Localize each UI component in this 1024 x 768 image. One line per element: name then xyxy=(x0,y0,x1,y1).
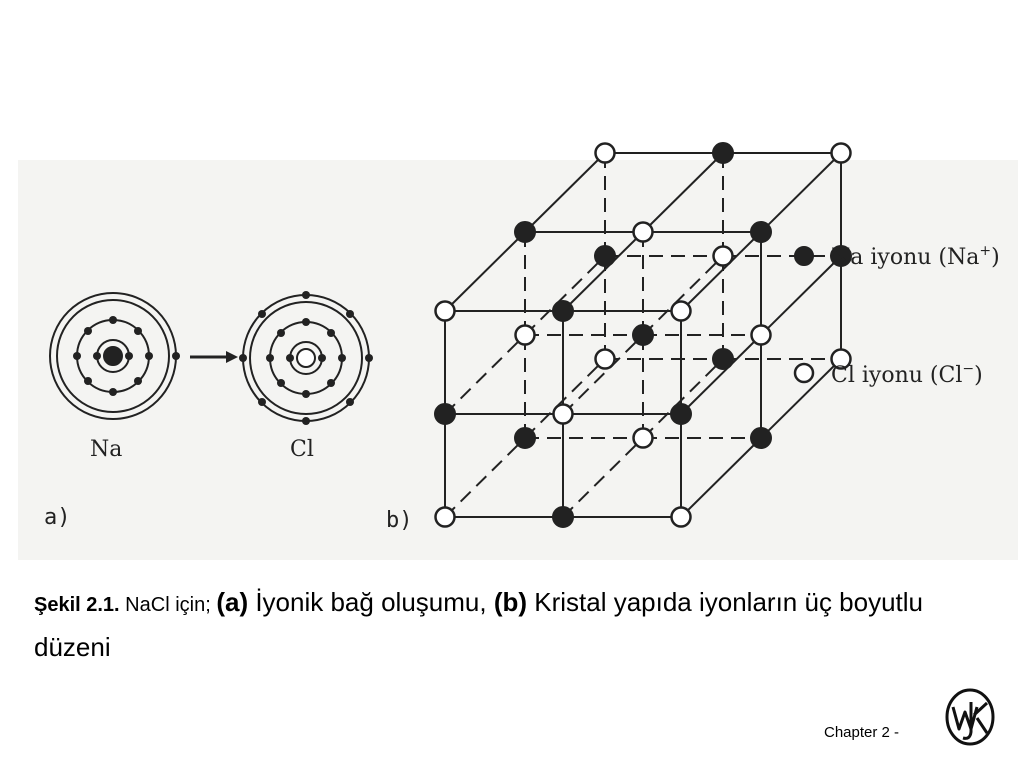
cl-ion xyxy=(594,348,616,370)
legend-marker-na xyxy=(794,246,814,266)
cl-ion xyxy=(594,142,616,164)
legend-label-cl: Cl iyonu (Cl xyxy=(831,363,962,388)
lattice-bond xyxy=(524,255,606,336)
lattice-bond xyxy=(562,437,644,518)
legend-close-na: ) xyxy=(991,245,1000,270)
lattice-bond xyxy=(444,437,526,518)
figure-caption: Şekil 2.1. NaCl için; (a) İyonik bağ olu… xyxy=(34,582,994,672)
na-ion xyxy=(712,348,734,370)
lattice-bond xyxy=(760,152,842,233)
atom-label-cl: Cl xyxy=(290,437,314,462)
lattice-bond xyxy=(642,152,724,233)
caption-intro: NaCl için; xyxy=(119,594,217,616)
na-ion xyxy=(514,221,536,243)
legend-charge-na: + xyxy=(979,243,991,259)
legend-close-cl: ) xyxy=(974,363,983,388)
cl-ion xyxy=(434,300,456,322)
na-ion xyxy=(712,142,734,164)
cl-electrons xyxy=(239,291,373,425)
na-ion xyxy=(552,506,574,528)
caption-part-a-text: İyonik bağ oluşumu, xyxy=(248,587,494,617)
panel-b-marker: b) xyxy=(386,508,413,533)
caption-figure-number: Şekil 2.1. xyxy=(34,594,120,616)
legend-item-cl: Cl iyonu (Cl−) xyxy=(793,361,983,388)
na-atom-diagram xyxy=(49,292,180,420)
cl-nucleus xyxy=(296,348,316,368)
lattice-bond xyxy=(642,255,724,336)
svg-text:Cl iyonu (Cl−): Cl iyonu (Cl−) xyxy=(831,361,983,388)
lattice-bond xyxy=(444,231,526,312)
cl-ion xyxy=(712,245,734,267)
lattice-ions xyxy=(434,142,852,528)
na-third-shell xyxy=(56,299,170,413)
na-ion xyxy=(434,403,456,425)
lattice-bond xyxy=(524,152,606,233)
lattice-bond xyxy=(562,231,644,312)
chapter-label: Chapter 2 - xyxy=(824,724,900,741)
cl-ion xyxy=(434,506,456,528)
lattice-bond xyxy=(680,334,762,415)
legend-item-na: Na iyonu (Na+) xyxy=(794,243,1000,270)
lattice-bond xyxy=(760,255,842,336)
na-ion xyxy=(830,245,852,267)
cl-ion xyxy=(750,324,772,346)
lattice-bond xyxy=(680,437,762,518)
caption-part-a-marker: (a) xyxy=(216,587,249,617)
atom-label-na: Na xyxy=(90,437,122,462)
legend-charge-cl: − xyxy=(962,361,974,377)
cl-ion xyxy=(552,403,574,425)
na-ion xyxy=(750,427,772,449)
cl-third-shell xyxy=(249,301,363,415)
caption-part-b-text: Kristal yapıda iyonların üç boyutlu düze… xyxy=(34,587,924,662)
svg-text:Na iyonu (Na+): Na iyonu (Na+) xyxy=(831,243,1000,270)
cl-ion xyxy=(670,506,692,528)
cl-ion xyxy=(632,221,654,243)
caption-part-b-marker: (b) xyxy=(493,587,528,617)
wiley-logo xyxy=(945,688,995,746)
lattice-bond xyxy=(524,358,606,439)
legend: Na iyonu (Na+) Cl iyonu (Cl−) xyxy=(793,243,1000,388)
lattice-bond xyxy=(680,231,762,312)
legend-marker-cl xyxy=(793,362,815,384)
lattice-bond xyxy=(562,334,644,415)
cl-ion xyxy=(632,427,654,449)
lattice-bond xyxy=(642,358,724,439)
cl-atom-diagram xyxy=(239,291,373,425)
na-ion xyxy=(632,324,654,346)
na-ion xyxy=(594,245,616,267)
na-electrons xyxy=(73,316,180,396)
na-nucleus xyxy=(103,346,123,366)
legend-label-na: Na iyonu (Na xyxy=(831,245,979,270)
cl-ion xyxy=(830,142,852,164)
panel-a-marker: a) xyxy=(44,505,71,530)
na-ion xyxy=(514,427,536,449)
lattice-bond xyxy=(760,358,842,439)
lattice-bond xyxy=(444,334,526,415)
cl-ion xyxy=(514,324,536,346)
cl-ion xyxy=(830,348,852,370)
na-ion xyxy=(670,403,692,425)
na-ion xyxy=(552,300,574,322)
transfer-arrow xyxy=(190,351,238,363)
cl-ion xyxy=(670,300,692,322)
lattice-edges xyxy=(444,152,842,518)
na-ion xyxy=(750,221,772,243)
